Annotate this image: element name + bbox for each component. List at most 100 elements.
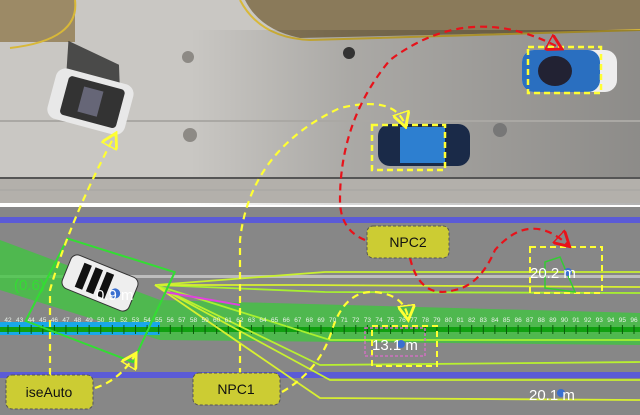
ruler-label: 47 <box>62 317 70 324</box>
ruler-label: 60 <box>213 317 221 324</box>
ruler-label: 49 <box>86 317 94 324</box>
ego-arrow <box>48 135 115 375</box>
ruler-label: 58 <box>190 317 198 324</box>
lane-border <box>0 217 640 223</box>
ruler-label: 83 <box>480 317 488 324</box>
ruler-label: 44 <box>28 317 36 324</box>
npc2-arrow <box>338 25 560 242</box>
npc2-bounding-box <box>526 45 603 95</box>
ruler-label: 77 <box>410 317 418 324</box>
ruler-label: 71 <box>341 317 349 324</box>
ruler-label: 64 <box>259 317 267 324</box>
ruler-label: 56 <box>167 317 175 324</box>
npc2-label-box: NPC2 <box>366 225 450 259</box>
correspondence-arrows <box>48 25 568 393</box>
ruler-label: 66 <box>283 317 291 324</box>
ruler-label: 92 <box>584 317 592 324</box>
manhole <box>182 51 194 63</box>
npc1-bounding-box <box>370 123 447 172</box>
ego-distance-label: 0.9 m <box>96 287 134 304</box>
ruler-label: 51 <box>109 317 117 324</box>
ruler-label: 62 <box>236 317 244 324</box>
ruler-label: 57 <box>178 317 186 324</box>
npc1-vehicle-photo <box>378 124 470 166</box>
ruler-label: 73 <box>364 317 372 324</box>
grass-area <box>0 0 75 42</box>
ruler-label: 89 <box>549 317 557 324</box>
ruler-label: 88 <box>538 317 546 324</box>
npc1-distance-label: 13.1 m <box>372 337 418 354</box>
npc2-label: NPC2 <box>389 234 427 250</box>
npc1-detection <box>364 327 426 357</box>
ruler-label: 61 <box>225 317 233 324</box>
ego-label-arrow <box>94 355 135 390</box>
ruler-label: 80 <box>445 317 453 324</box>
candidate-trajectories <box>154 271 640 401</box>
ruler-label: 86 <box>514 317 522 324</box>
ruler-label: 90 <box>561 317 569 324</box>
ruler-label: 48 <box>74 317 82 324</box>
npc2-distance-label: 20.2 m <box>530 265 576 282</box>
ruler-label: 75 <box>387 317 395 324</box>
ruler-label: 95 <box>619 317 627 324</box>
ruler-label: 70 <box>329 317 337 324</box>
ruler-label: 46 <box>51 317 59 324</box>
ruler-label: 74 <box>375 317 383 324</box>
npc1-label-box: NPC1 <box>192 372 281 406</box>
planned-corridor <box>0 240 640 345</box>
ruler-label: 82 <box>468 317 476 324</box>
ego-vehicle-photo <box>47 40 134 135</box>
ruler-label: 50 <box>97 317 105 324</box>
ruler-label: 59 <box>201 317 209 324</box>
ruler-label: 43 <box>16 317 24 324</box>
ruler-label: 94 <box>607 317 615 324</box>
npc1-arrow <box>238 102 405 375</box>
ego-object-id: (0.6) <box>14 277 45 294</box>
ruler-label: 42 <box>4 317 12 324</box>
npc2-center-marker <box>564 268 572 276</box>
ruler-label: 63 <box>248 317 256 324</box>
manhole <box>493 123 507 137</box>
ruler-label: 55 <box>155 317 163 324</box>
npc2-vehicle-photo <box>522 50 617 92</box>
ruler-label: 96 <box>630 317 638 324</box>
ego-label: iseAuto <box>26 384 73 400</box>
ruler-label: 76 <box>399 317 407 324</box>
far-object-center-marker <box>557 389 565 397</box>
ruler-label: 93 <box>596 317 604 324</box>
far-object-distance-label: 20.1 m <box>529 387 575 404</box>
manhole <box>343 47 355 59</box>
ruler-label: 72 <box>352 317 360 324</box>
ruler-label: 54 <box>143 317 151 324</box>
npc1-center-marker <box>397 340 405 348</box>
npc2-sim-arrow <box>408 227 568 293</box>
ego-vehicle-sim <box>61 254 139 312</box>
ruler-label: 79 <box>433 317 441 324</box>
grass-area <box>245 0 640 38</box>
ruler-label: 81 <box>456 317 464 324</box>
ego-label-box: iseAuto <box>5 374 94 410</box>
ruler-label: 78 <box>422 317 430 324</box>
ruler-label: 87 <box>526 317 534 324</box>
aerial-photo <box>0 0 640 205</box>
npc2-detection <box>544 256 577 293</box>
sidewalk <box>0 178 640 203</box>
npc1-label: NPC1 <box>217 381 255 397</box>
ruler-label: 52 <box>120 317 128 324</box>
ruler-label: 45 <box>39 317 47 324</box>
npc1-sim-arrow <box>281 290 408 393</box>
simulation-view: (0.6) 0.9 m 20.2 m 13.1 m 20.1 m <box>0 207 640 415</box>
npc1-sim-bounding-box <box>371 325 438 367</box>
ruler-label: 65 <box>271 317 279 324</box>
ruler-label: 69 <box>317 317 325 324</box>
ruler-label: 84 <box>491 317 499 324</box>
reference-path <box>0 327 640 332</box>
manhole <box>183 128 197 142</box>
lane-divider <box>0 275 640 278</box>
ruler-label: 53 <box>132 317 140 324</box>
ruler-label: 85 <box>503 317 511 324</box>
ruler-label: 91 <box>572 317 580 324</box>
